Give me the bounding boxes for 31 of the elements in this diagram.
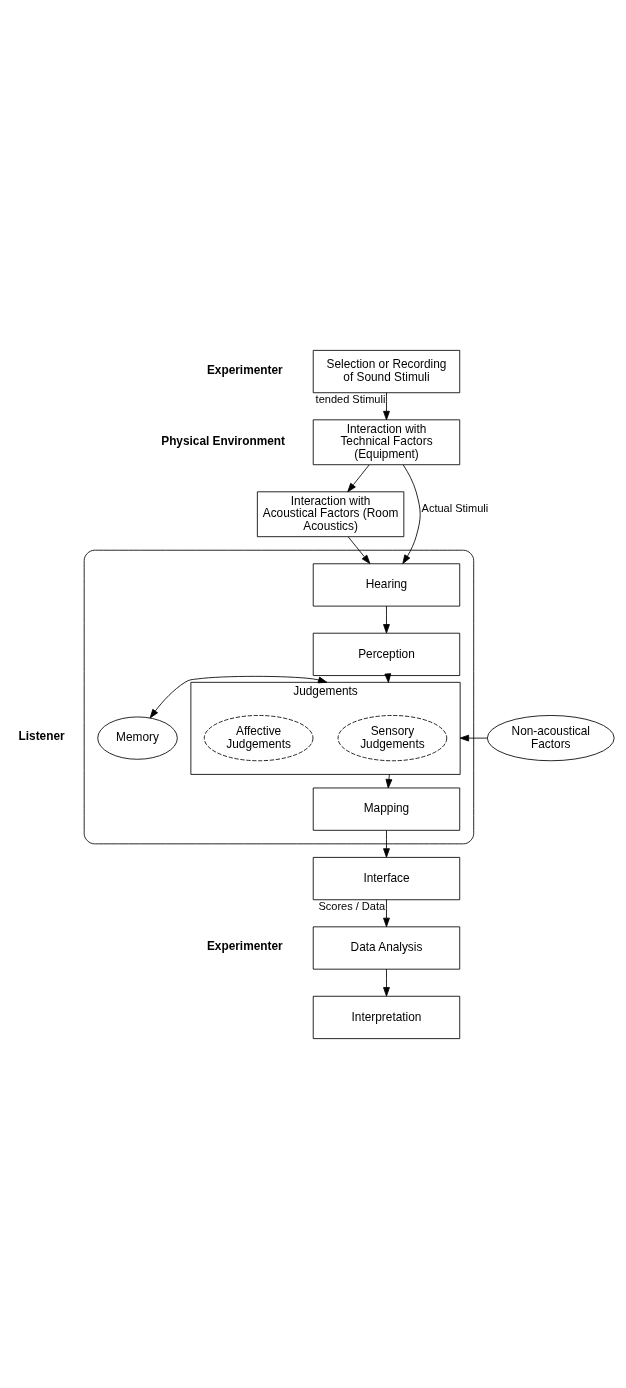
label: Experimenter (206, 362, 283, 377)
arrow (149, 675, 328, 718)
arrow (383, 605, 390, 633)
node-box: Mapping (312, 787, 461, 831)
arrow (459, 734, 488, 741)
arrow (383, 898, 390, 927)
node-box: Interaction with Acoustical Factors (Room Acoustics) (256, 490, 405, 537)
label: Physical Environment (161, 433, 285, 448)
arrow (347, 464, 370, 492)
node-box: Data Analysis (312, 925, 461, 970)
edge-label: Actual Stimuli (421, 501, 489, 514)
node-ellipse: Affective Judgements (203, 714, 314, 761)
arrow (383, 829, 390, 858)
label: Experimenter (206, 938, 283, 953)
edge-label: Scores / Data (318, 899, 386, 912)
node-box: Selection or Recording of Sound Stimuli (312, 349, 461, 393)
arrow (383, 391, 390, 420)
cluster (83, 549, 475, 844)
node-box: Interpretation (312, 995, 461, 1039)
edge-label: tended Stimuli (315, 392, 386, 405)
node-box: Hearing (312, 562, 461, 607)
arrow (385, 773, 393, 788)
node-ellipse: Non-acoustical Factors (486, 714, 615, 761)
arrow (402, 464, 421, 564)
arrow (383, 968, 390, 996)
node-box: Interaction with Technical Factors (Equipment) (312, 418, 461, 465)
arrow (347, 536, 371, 564)
label: Listener (18, 728, 65, 743)
node-ellipse: Sensory Judgements (337, 714, 448, 761)
node-ellipse: Memory (97, 716, 178, 760)
node-box: Interface (312, 856, 461, 900)
